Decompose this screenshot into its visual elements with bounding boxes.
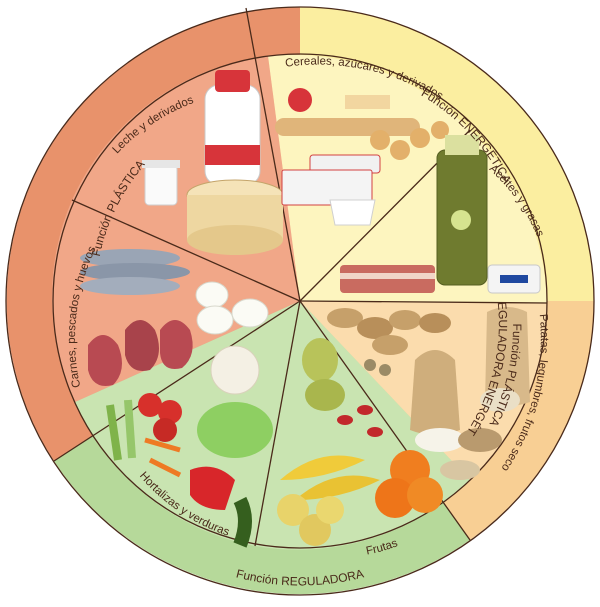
oil-bottle-icon (437, 135, 487, 285)
milk-bottle-icon (205, 70, 260, 185)
yogurt-icon (142, 160, 180, 205)
cheese-icon (187, 180, 283, 255)
